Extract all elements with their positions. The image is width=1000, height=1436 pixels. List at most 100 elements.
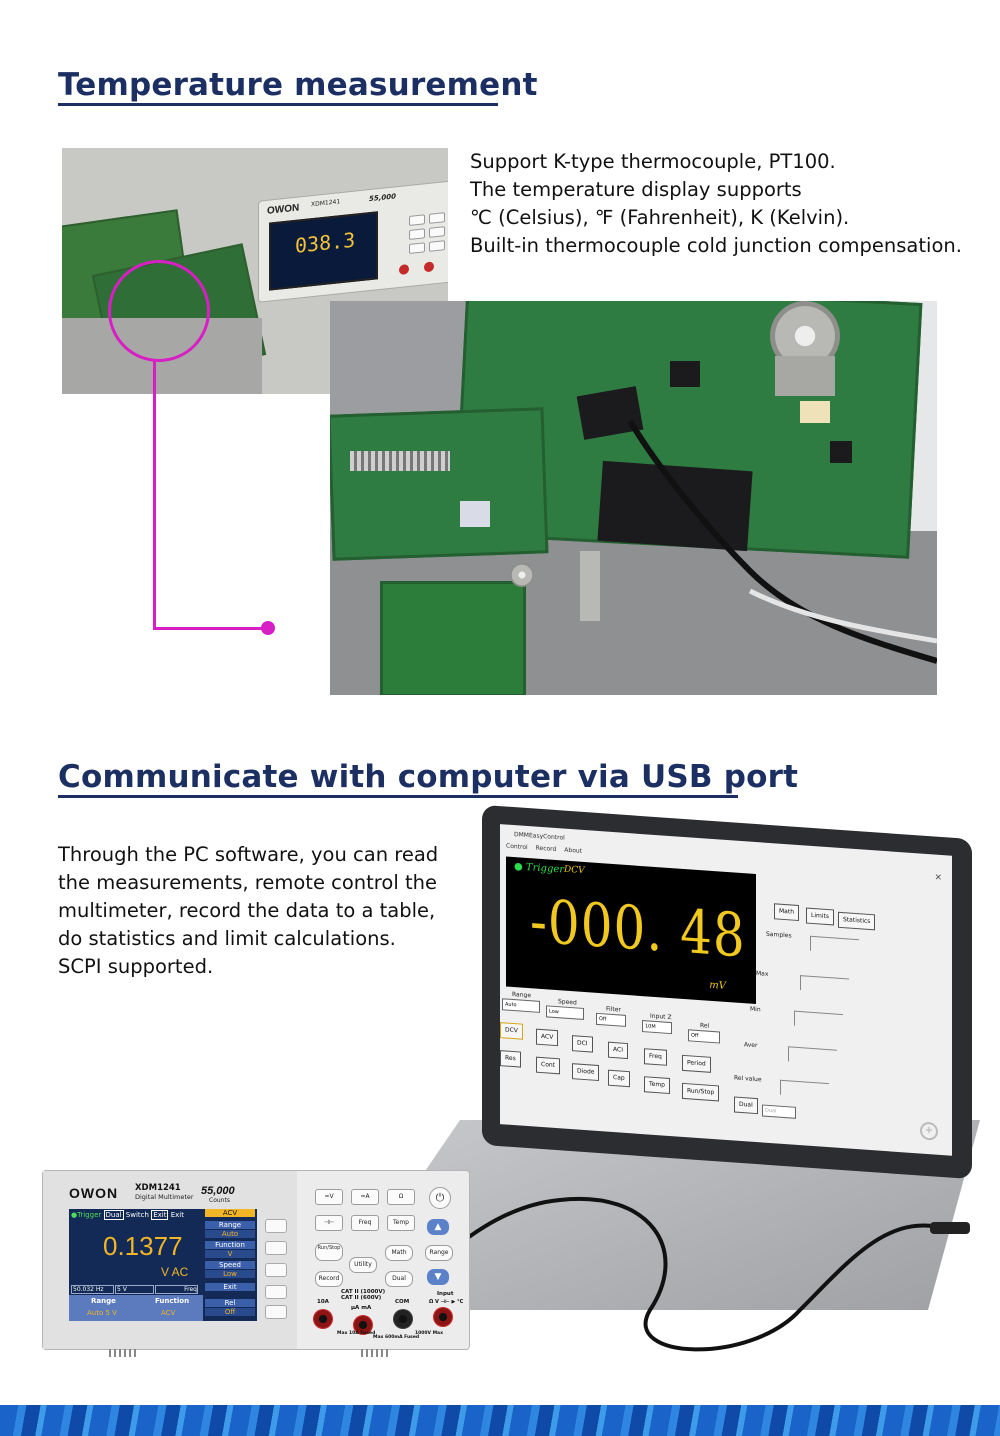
key-dcv-acv[interactable]: ≂V <box>315 1189 343 1205</box>
up-arrow-icon[interactable]: ▲ <box>427 1219 449 1235</box>
btn-freq[interactable]: Freq <box>644 1048 667 1066</box>
desc-line: Through the PC software, you can read <box>58 843 439 866</box>
inputz-select[interactable]: 10M <box>642 1020 672 1035</box>
desc-line: Support K-type thermocouple, PT100. <box>470 150 836 173</box>
menu-about[interactable]: About <box>564 846 583 855</box>
rel-select[interactable]: Off <box>688 1029 720 1044</box>
tab-limits[interactable]: Limits <box>806 907 834 926</box>
key-run-stop[interactable]: Run/Stop <box>315 1243 343 1261</box>
footer-banner <box>0 1405 1000 1436</box>
desc-line: do statistics and limit calculations. <box>58 927 396 950</box>
terminal-label-com: COM <box>395 1299 410 1305</box>
dual-select[interactable]: Dual <box>762 1104 796 1119</box>
key-range[interactable]: Range <box>425 1245 453 1261</box>
owon-logo: OWON <box>69 1185 119 1201</box>
menu-control[interactable]: Control <box>506 842 528 852</box>
btn-cont[interactable]: Cont <box>536 1056 561 1075</box>
speed-select[interactable]: Low <box>546 1005 584 1021</box>
jack-10a[interactable] <box>313 1309 333 1329</box>
key-utility[interactable]: Utility <box>349 1257 377 1273</box>
heading-underline <box>58 103 498 106</box>
btn-diode[interactable]: Diode <box>572 1063 600 1082</box>
btn-aci[interactable]: ACI <box>608 1041 628 1060</box>
app-display: ● Trigger DCV -000. 48 mV <box>506 856 756 1005</box>
key-capacitance[interactable]: ⊣⊢ <box>315 1215 343 1231</box>
vent <box>361 1349 391 1357</box>
jack-com[interactable] <box>393 1309 413 1329</box>
softkey-4[interactable] <box>265 1285 287 1299</box>
btn-period[interactable]: Period <box>682 1054 711 1073</box>
highlight-circle <box>108 260 210 362</box>
stat-samples-box <box>810 935 859 955</box>
heading-underline <box>58 795 738 798</box>
bench-photo: OWON XDM1241 55,000 038.3 <box>62 148 448 394</box>
bench-meter-logo: OWON <box>267 202 300 217</box>
stat-max-label: Max <box>756 970 769 978</box>
stat-aver-label: Aver <box>744 1041 758 1050</box>
connector-line-horizontal <box>153 627 265 630</box>
filter-label: Filter <box>606 1005 621 1014</box>
down-arrow-icon[interactable]: ▼ <box>427 1269 449 1285</box>
stat-rel-box <box>780 1079 829 1099</box>
key-dci-aci[interactable]: ≂A <box>351 1189 379 1205</box>
tab-statistics[interactable]: Statistics <box>838 911 876 931</box>
lcd-reading: 0.1377 <box>103 1231 183 1261</box>
btn-dual[interactable]: Dual <box>734 1096 758 1115</box>
vent <box>109 1349 139 1357</box>
trigger-indicator: ● Trigger <box>514 861 565 876</box>
close-icon[interactable]: × <box>934 872 942 884</box>
btn-run-stop[interactable]: Run/Stop <box>682 1082 720 1102</box>
btn-acv[interactable]: ACV <box>536 1028 559 1047</box>
btn-dcv[interactable]: DCV <box>500 1022 523 1040</box>
laptop-screen: DMMEasyControl Control Record About × ● … <box>482 804 972 1180</box>
stat-max-box <box>800 975 849 994</box>
key-resistance[interactable]: Ω <box>387 1189 415 1205</box>
app-unit: mV <box>709 979 726 992</box>
bench-meter-screen: 038.3 <box>269 211 378 291</box>
btn-cap[interactable]: Cap <box>608 1069 630 1088</box>
btn-dci[interactable]: DCI <box>572 1035 593 1053</box>
stat-rel-label: Rel value <box>734 1074 762 1084</box>
bench-meter-reading: 038.3 <box>295 227 356 258</box>
note-600ma: Max 600mA Fused <box>373 1335 420 1340</box>
key-freq[interactable]: Freq <box>351 1215 379 1231</box>
jack-input[interactable] <box>433 1307 453 1327</box>
desc-line: SCPI supported. <box>58 955 214 978</box>
key-record[interactable]: Record <box>315 1271 343 1287</box>
jack-ua-ma[interactable] <box>353 1315 373 1335</box>
btn-temp[interactable]: Temp <box>644 1076 670 1095</box>
desc-line: the measurements, remote control the <box>58 871 437 894</box>
stat-aver-box <box>788 1046 837 1065</box>
terminal-label-input: Input <box>437 1291 454 1297</box>
lcd-bottom-bar: Range Function Auto 5 V ACV <box>69 1295 203 1321</box>
bench-meter-count: 55,000 <box>369 192 397 204</box>
btn-res[interactable]: Res <box>500 1050 521 1068</box>
terminal-label-10a: 10A <box>317 1299 329 1305</box>
zoom-icon[interactable]: + <box>920 1121 938 1141</box>
tab-math[interactable]: Math <box>774 903 800 922</box>
key-temp[interactable]: Temp <box>387 1215 415 1231</box>
softkey-1[interactable] <box>265 1219 287 1233</box>
softkey-2[interactable] <box>265 1241 287 1255</box>
temperature-description: Support K-type thermocouple, PT100. The … <box>470 148 962 260</box>
multimeter-front-panel: OWON XDM1241 Digital Multimeter 55,000 C… <box>42 1170 470 1357</box>
range-select[interactable]: Auto <box>502 998 540 1013</box>
connector-line-vertical <box>153 360 156 630</box>
softkey-3[interactable] <box>265 1263 287 1277</box>
model-name: XDM1241 <box>135 1183 181 1193</box>
model-subtitle: Digital Multimeter <box>135 1193 194 1201</box>
lcd-unit: V AC <box>161 1265 189 1279</box>
key-dual[interactable]: Dual <box>385 1271 413 1287</box>
menu-record[interactable]: Record <box>535 844 557 854</box>
power-icon[interactable]: ⏻ <box>429 1187 451 1209</box>
lcd-screen: ●Trigger Dual Switch Exit Exit 0.1377 V … <box>69 1209 257 1321</box>
key-math[interactable]: Math <box>385 1245 413 1261</box>
lcd-softkey-menu: ACV Range Auto Function V Speed Low Exit… <box>205 1209 257 1321</box>
desc-line: The temperature display supports <box>470 178 802 201</box>
softkey-5[interactable] <box>265 1305 287 1319</box>
desc-line: ℃ (Celsius), ℉ (Fahrenheit), K (Kelvin). <box>470 206 850 229</box>
app-menu: Control Record About <box>506 843 588 856</box>
section-heading-usb: Communicate with computer via USB port <box>58 759 799 795</box>
filter-select[interactable]: Off <box>596 1012 626 1027</box>
